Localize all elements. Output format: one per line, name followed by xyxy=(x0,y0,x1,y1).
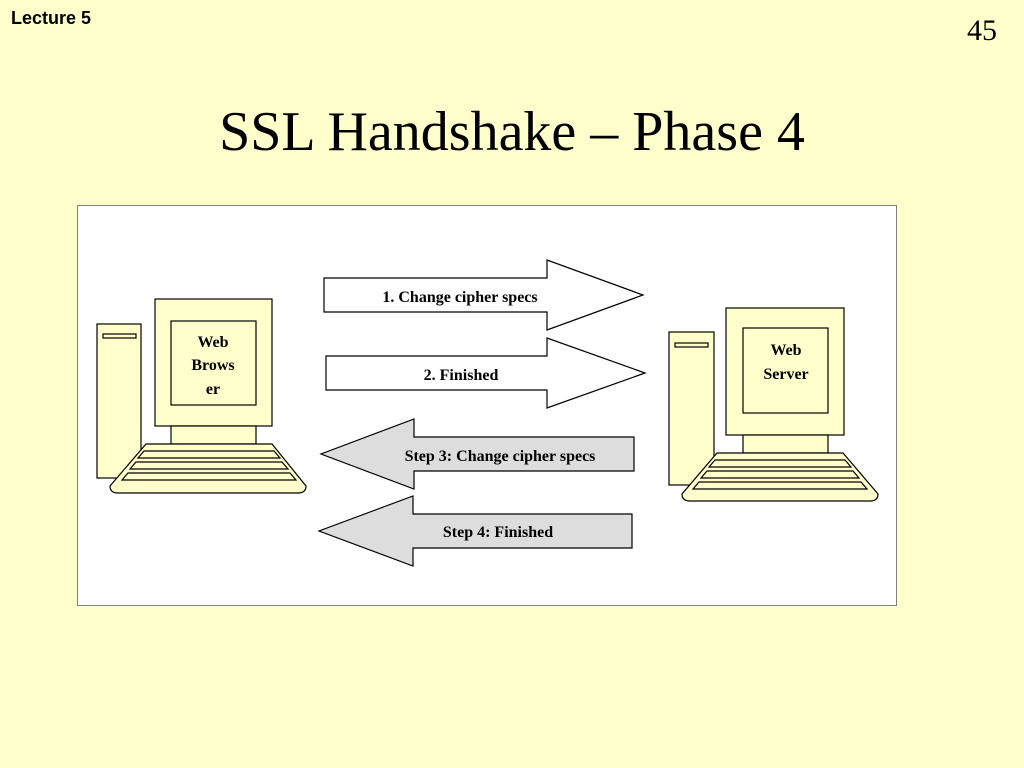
lecture-label: Lecture 5 xyxy=(11,8,92,28)
client-keyboard-keys xyxy=(120,450,298,481)
client-label-line-2: Brows xyxy=(191,357,234,374)
message-label-1: 1. Change cipher specs xyxy=(382,289,537,306)
client-computer xyxy=(96,298,307,494)
client-monitor-stand xyxy=(170,425,257,445)
page-number: 45 xyxy=(967,14,997,47)
server-tower xyxy=(668,331,715,486)
server-label-line-1: Web xyxy=(770,342,801,359)
server-label-line-2: Server xyxy=(763,366,808,383)
message-label-4: Step 4: Finished xyxy=(443,524,553,541)
message-arrow-2 xyxy=(325,337,647,409)
message-arrow-4 xyxy=(317,495,633,567)
message-label-2: 2. Finished xyxy=(424,367,499,384)
server-computer xyxy=(668,307,879,502)
server-screen xyxy=(742,327,829,414)
client-tower xyxy=(96,323,142,479)
server-tower-drive xyxy=(674,342,709,348)
server-monitor-stand xyxy=(742,434,829,454)
server-keyboard-keys xyxy=(691,459,869,490)
client-label-line-3: er xyxy=(206,381,220,398)
client-label-line-1: Web xyxy=(197,334,228,351)
client-tower-drive xyxy=(102,333,137,339)
slide-title: SSL Handshake – Phase 4 xyxy=(219,101,805,163)
message-arrow-1 xyxy=(323,259,645,331)
message-arrow-3 xyxy=(319,418,635,490)
message-label-3: Step 3: Change cipher specs xyxy=(405,448,596,465)
client-screen xyxy=(170,320,257,406)
